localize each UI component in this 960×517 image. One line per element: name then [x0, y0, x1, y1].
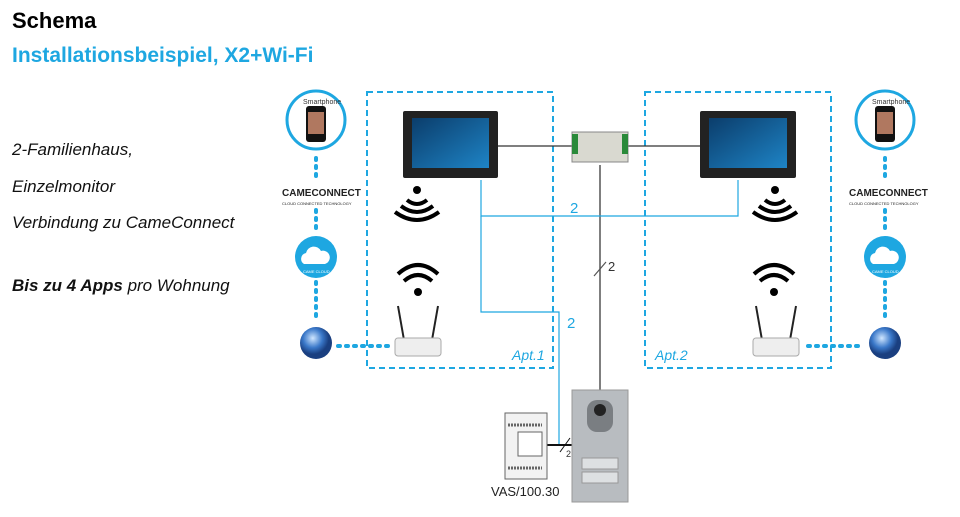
cloud-label-left: CAME CLOUD: [303, 269, 330, 274]
monitor-apt-2: [700, 111, 796, 178]
page-title: Schema: [12, 8, 97, 33]
desc-apps-rest: pro Wohnung: [122, 276, 230, 295]
cameconnect-logo-left: CAMECONNECT: [282, 188, 361, 199]
cloud-connection-left: [314, 156, 394, 348]
internet-globe-icon-left: [300, 327, 332, 359]
page-subtitle: Installationsbeispiel, X2+Wi-Fi: [12, 44, 314, 67]
internet-globe-icon-right: [869, 327, 901, 359]
desc-line-2: Einzelmonitor: [12, 177, 115, 196]
cameconnect-tagline-right: CLOUD CONNECTED TECHNOLOGY: [849, 201, 919, 206]
monitor-apt-1: [403, 111, 498, 178]
smartphone-icon-right: [854, 89, 916, 151]
smartphone-icon-left: [285, 89, 347, 151]
wireless-signal-icon-apt-2: [751, 186, 799, 222]
wire-label-monitors: 2: [570, 200, 578, 217]
cloud-connection-right: [806, 156, 887, 348]
wireless-signal-icon-apt-1: [393, 186, 441, 222]
apt-2-label: Apt.2: [654, 347, 688, 363]
router-apt-1: [394, 305, 442, 357]
cameconnect-tagline-left: CLOUD CONNECTED TECHNOLOGY: [282, 201, 352, 206]
door-entry-panel: [571, 389, 629, 503]
wire-label-riser: 2: [608, 259, 615, 274]
came-cloud-icon-right: [864, 236, 906, 278]
desc-line-1: 2-Familienhaus,: [12, 140, 133, 159]
interface-module: [571, 131, 629, 163]
wifi-icon-apt-1: [396, 263, 440, 296]
desc-apps-bold: Bis zu 4 Apps: [12, 276, 123, 295]
apartment-1-box: [366, 91, 554, 369]
wifi-icon-apt-2: [752, 263, 796, 296]
desc-apps: Bis zu 4 Apps pro Wohnung: [12, 276, 230, 296]
apt-1-label: Apt.1: [511, 347, 545, 363]
cloud-label-right: CAME CLOUD: [872, 269, 899, 274]
power-supply-vas-100-30: [504, 412, 548, 480]
wire-label-apt1: 2: [567, 315, 575, 332]
smartphone-label-left: Smartphone: [303, 99, 341, 106]
power-supply-label: VAS/100.30: [491, 484, 559, 499]
came-cloud-icon-left: [295, 236, 337, 278]
apartment-2-box: [644, 91, 832, 369]
smartphone-label-right: Smartphone: [872, 99, 910, 106]
router-apt-2: [752, 305, 800, 357]
cameconnect-logo-right: CAMECONNECT: [849, 188, 928, 199]
desc-line-3: Verbindung zu CameConnect: [12, 213, 235, 232]
wires: [480, 145, 739, 453]
wire-label-power: 2: [566, 449, 571, 459]
